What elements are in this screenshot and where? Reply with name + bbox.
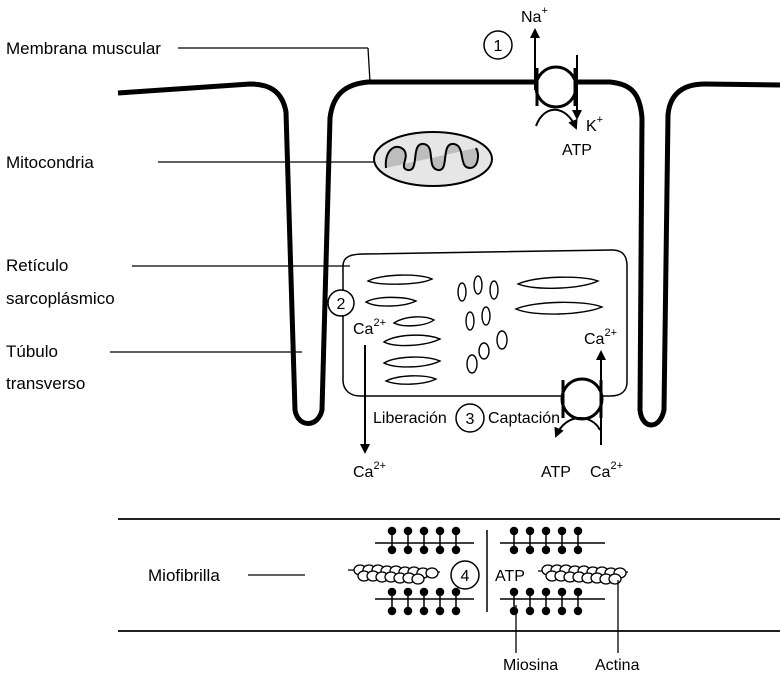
label-membrana: Membrana muscular [6,39,161,58]
label-tubulo-line1: Túbulo [6,342,58,361]
mitochondrion-icon [374,132,492,186]
label-na: Na+ [521,5,548,26]
step-2-number: 2 [337,296,346,313]
label-ca-inside: Ca2+ [353,317,386,338]
label-liberacion: Liberación [373,410,447,427]
label-ca-cytosol: Ca2+ [590,460,623,481]
label-captacion: Captación [488,410,560,427]
calcium-pump [556,352,602,445]
label-atp-pump: ATP [562,142,592,159]
label-reticulo-line2: sarcoplásmico [6,289,115,308]
step-3-number: 3 [466,411,475,428]
label-atp-uptake: ATP [541,464,571,481]
step-4-number: 4 [461,568,470,585]
label-miofibrilla: Miofibrilla [148,566,220,585]
label-miosina: Miosina [503,657,558,674]
label-reticulo-line1: Retículo [6,256,68,275]
label-k: K+ [586,114,603,135]
na-k-pump [535,30,577,128]
step-1-number: 1 [494,38,503,55]
label-mitocondria: Mitocondria [6,153,94,172]
label-tubulo-line2: transverso [6,374,85,393]
label-ca-reticulum: Ca2+ [584,327,617,348]
label-atp-myofibril: ATP [495,568,525,585]
leader-membrana-drop [368,48,370,82]
atp-arrow [536,110,576,128]
atp-uptake-arrow [556,418,600,436]
actin-filaments [348,565,628,584]
label-actina: Actina [595,657,640,674]
label-ca-released: Ca2+ [353,460,386,481]
